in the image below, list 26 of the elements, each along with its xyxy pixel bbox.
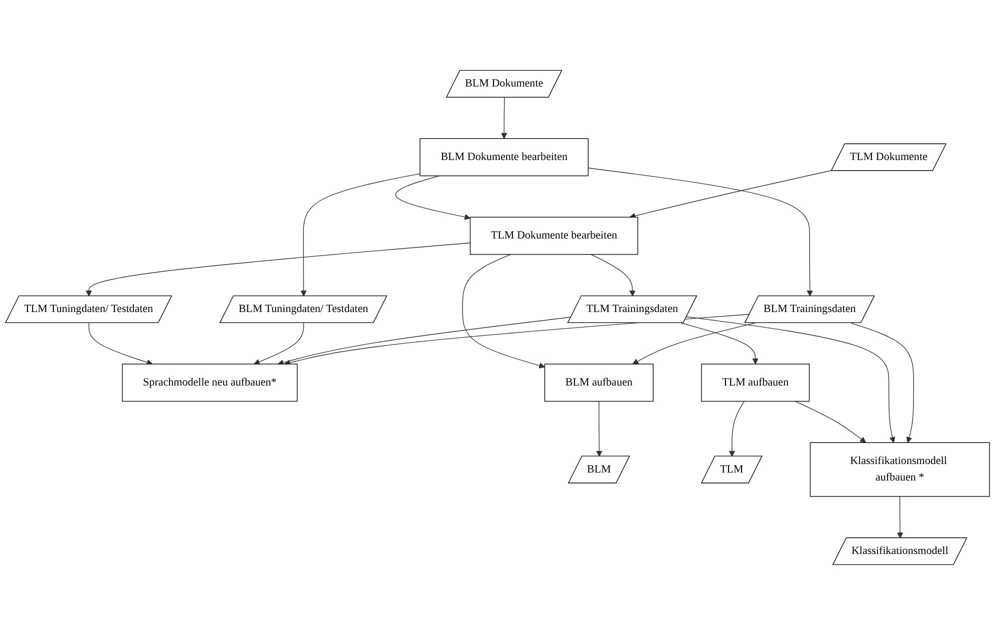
arrow: [590, 254, 636, 296]
arrow: [86, 242, 471, 296]
node-box: TLM aufbauen: [701, 364, 810, 402]
node-box: Klassifikationsmodell aufbauen *: [810, 442, 990, 497]
arrow: [278, 316, 572, 366]
arrow: [728, 400, 744, 457]
node-box: BLM aufbauen: [544, 364, 654, 402]
node-box: TLM Dokumente bearbeiten: [470, 216, 638, 255]
node-box: Sprachmodelle neu aufbauen*: [122, 364, 298, 402]
arrow: [686, 316, 896, 443]
arrow: [254, 322, 304, 365]
arrow: [588, 168, 813, 296]
arrow: [794, 400, 866, 443]
arrow: [897, 496, 904, 538]
arrow: [596, 400, 602, 457]
arrow: [395, 175, 470, 220]
arrow: [284, 314, 750, 366]
arrow: [300, 173, 420, 296]
arrow: [850, 322, 914, 443]
arrow: [462, 254, 545, 368]
arrow: [501, 97, 508, 139]
node-box: BLM Dokumente bearbeiten: [420, 138, 589, 176]
arrow: [630, 170, 832, 219]
arrow: [632, 322, 756, 364]
arrow: [88, 322, 153, 366]
arrow: [680, 322, 758, 364]
